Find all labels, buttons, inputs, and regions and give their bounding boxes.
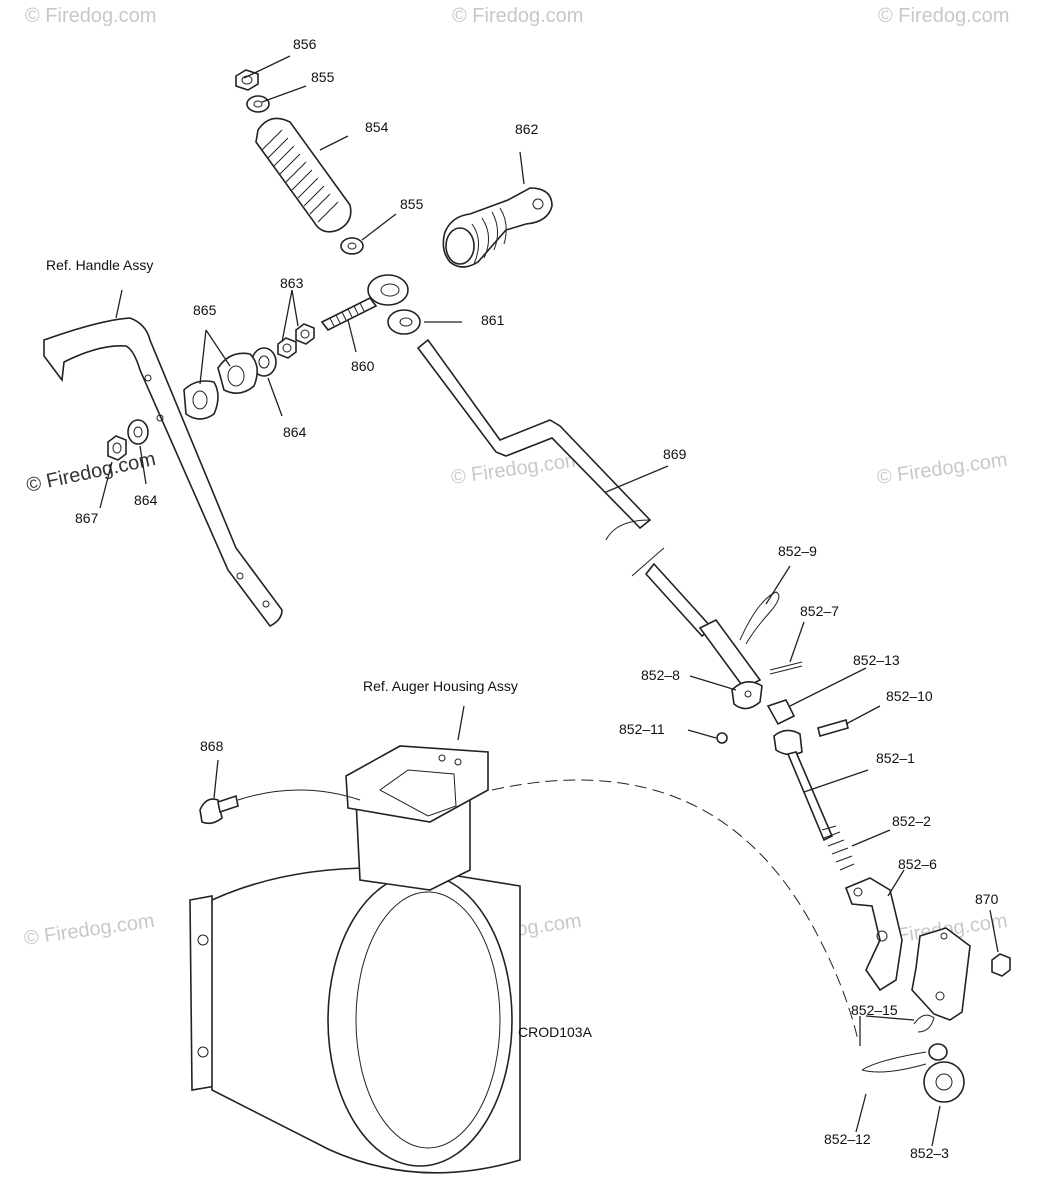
label-870: 870 — [975, 891, 999, 907]
watermark-low-left: © Firedog.com — [23, 910, 156, 950]
part-labels: 856 855 854 862 855 Ref. Handle Assy 863… — [46, 36, 999, 1161]
label-861: 861 — [481, 312, 505, 328]
label-852-7: 852–7 — [800, 603, 839, 619]
label-863: 863 — [280, 275, 304, 291]
label-852-3: 852–3 — [910, 1145, 949, 1161]
part-869-shaft — [416, 338, 762, 690]
label-ref-handle-assy: Ref. Handle Assy — [46, 257, 153, 273]
part-867-nut — [107, 435, 127, 461]
part-852-3-gear — [923, 1043, 965, 1103]
label-855-top: 855 — [311, 69, 335, 85]
label-865: 865 — [193, 302, 217, 318]
part-864-washer-left — [127, 419, 149, 445]
label-868: 868 — [200, 738, 224, 754]
label-852-9: 852–9 — [778, 543, 817, 559]
watermark-top-left: © Firedog.com — [25, 5, 156, 27]
label-drawing-code: CROD103A — [518, 1024, 593, 1040]
label-855-mid: 855 — [400, 196, 424, 212]
label-852-8: 852–8 — [641, 667, 680, 683]
part-868-carriage-bolt — [199, 794, 239, 825]
watermark-mid-right: © Firedog.com — [876, 449, 1009, 489]
part-852-8-clevis — [731, 681, 763, 710]
label-856: 856 — [293, 36, 317, 52]
part-870-nut — [991, 953, 1011, 977]
watermark-top-right: © Firedog.com — [878, 5, 1009, 27]
watermark-top-center: © Firedog.com — [452, 5, 583, 27]
part-852-11-screw — [716, 732, 728, 744]
ref-handle-assembly — [43, 317, 283, 628]
part-863-nuts — [277, 323, 315, 359]
watermark-mid-center: © Firedog.com — [450, 449, 583, 489]
label-852-2: 852–2 — [892, 813, 931, 829]
label-852-13: 852–13 — [853, 652, 900, 668]
phantom-arc — [491, 779, 859, 1041]
label-852-1: 852–1 — [876, 750, 915, 766]
ref-auger-housing-assembly — [189, 745, 521, 1174]
part-865-bushings — [183, 352, 258, 420]
part-852-13-block — [766, 699, 796, 726]
part-852-1-rod — [773, 729, 834, 842]
part-852-6-bracket — [844, 877, 903, 992]
label-854: 854 — [365, 119, 389, 135]
part-852-9-hairpin — [739, 591, 780, 645]
watermark-left-dark: © Firedog.com — [24, 448, 157, 497]
label-ref-auger-housing-assy: Ref. Auger Housing Assy — [363, 678, 518, 694]
label-864: 864 — [283, 424, 307, 440]
label-852-15: 852–15 — [851, 1002, 898, 1018]
part-860-eyebolt — [320, 274, 409, 332]
label-852-12: 852–12 — [824, 1131, 871, 1147]
label-860: 860 — [351, 358, 375, 374]
watermarks: © Firedog.com © Firedog.com © Firedog.co… — [23, 5, 1010, 950]
label-864-left: 864 — [134, 492, 158, 508]
part-housing-bracket — [911, 927, 971, 1021]
part-855-washer-mid — [340, 237, 364, 255]
label-867: 867 — [75, 510, 99, 526]
label-852-10: 852–10 — [886, 688, 933, 704]
part-856-nut — [235, 69, 259, 91]
label-862: 862 — [515, 121, 539, 137]
leader-lines — [99, 55, 999, 1147]
label-852-11: 852–11 — [619, 721, 665, 737]
label-869: 869 — [663, 446, 687, 462]
part-852-15-clip — [913, 1014, 935, 1033]
part-861-washer — [387, 309, 421, 335]
part-862-knob — [442, 187, 553, 268]
label-852-6: 852–6 — [898, 856, 937, 872]
part-852-7-cotter — [769, 661, 803, 675]
bolt-path-curve — [237, 789, 361, 801]
part-852-2-spring — [821, 825, 855, 871]
part-854-grip — [255, 117, 352, 233]
part-852-10-pin — [817, 719, 849, 737]
part-852-12-hairpin — [861, 1051, 927, 1073]
part-855-washer-top — [246, 95, 270, 113]
